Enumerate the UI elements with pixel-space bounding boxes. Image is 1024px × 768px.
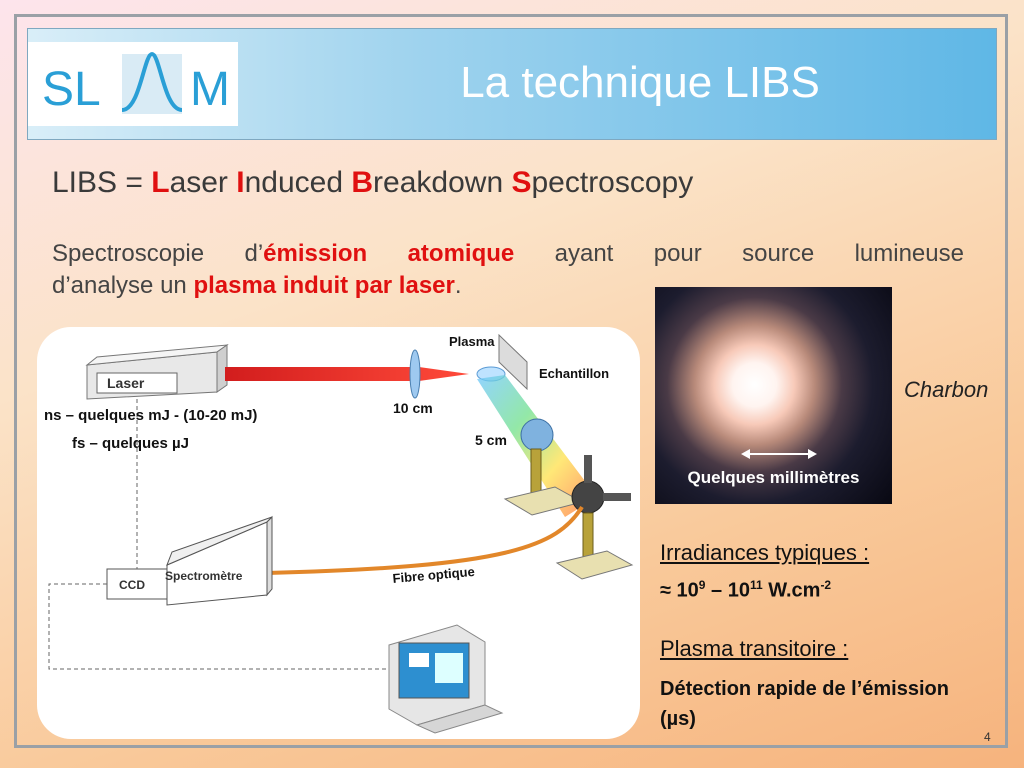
libs-definition: LIBS = Laser Induced Breakdown Spectrosc…: [52, 166, 694, 199]
laser-label: Laser: [107, 375, 145, 391]
libs-setup-diagram: Laser ns – quelques mJ - (10-20 mJ) fs –…: [37, 327, 640, 739]
plasma-transitoire-title: Plasma transitoire :: [660, 636, 849, 661]
laser-box: [85, 344, 229, 400]
logo-text-left: SL: [42, 63, 101, 116]
plasma-label: Plasma: [449, 334, 495, 349]
echantillon-label: Echantillon: [539, 366, 609, 381]
fiber-holder-icon: [571, 480, 605, 514]
slam-logo: SL M: [28, 42, 238, 126]
logo-peak-icon: [121, 51, 183, 114]
plasma-photo: Quelques millimètres: [655, 287, 892, 504]
irradiance-value: ≈ 109 – 1011 W.cm-2: [660, 578, 832, 602]
spectrometre-label: Spectromètre: [165, 569, 243, 583]
charbon-label: Charbon: [904, 377, 989, 402]
logo-text-right: M: [190, 63, 230, 116]
collecting-lens-icon: [520, 418, 554, 452]
setup-illustration: Laser ns – quelques mJ - (10-20 mJ) fs –…: [44, 333, 634, 734]
page-number: 4: [984, 730, 991, 744]
plasma-transitoire-text: Détection rapide de l’émission (µs): [660, 678, 949, 730]
lens-icon: [409, 349, 421, 399]
photo-caption: Quelques millimètres: [687, 468, 860, 487]
sample-plate: [498, 333, 528, 391]
description-paragraph: Spectroscopie d’émission atomique ayant …: [52, 240, 964, 299]
irradiance-title: Irradiances typiques :: [660, 540, 870, 565]
optical-fiber: [266, 505, 584, 575]
distance-10cm-label: 10 cm: [393, 400, 433, 416]
ns-label: ns – quelques mJ - (10-20 mJ): [44, 407, 257, 424]
double-arrow-icon: [741, 449, 817, 459]
fibre-label: Fibre optique: [392, 564, 475, 586]
slide-frame: [14, 14, 1008, 748]
slide-title: La technique LIBS: [460, 58, 820, 107]
fs-label: fs – quelques µJ: [72, 435, 189, 452]
computer-icon: [388, 624, 504, 734]
ccd-label: CCD: [119, 578, 145, 592]
distance-5cm-label: 5 cm: [475, 432, 507, 448]
laser-beam: [225, 367, 469, 381]
